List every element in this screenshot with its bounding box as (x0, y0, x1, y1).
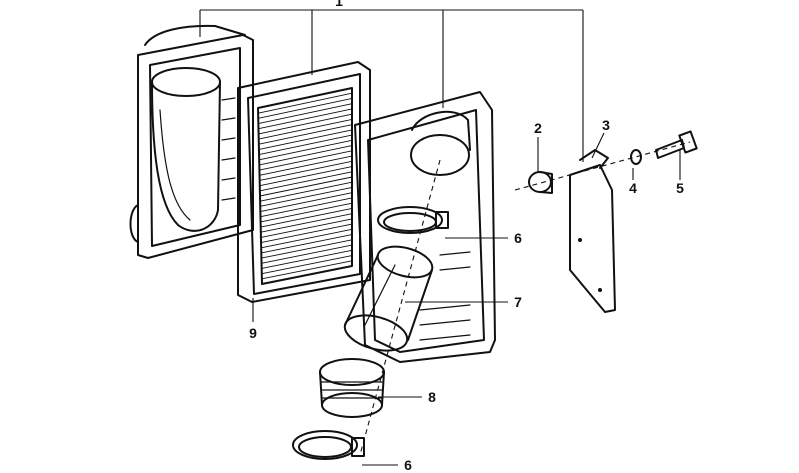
hose-clamp-upper (377, 206, 449, 234)
filter-pleat-line (261, 244, 353, 264)
callout-3: 3 (602, 117, 610, 133)
filter-pleats (258, 92, 353, 280)
washer (630, 149, 642, 165)
housing-top-curve (144, 24, 246, 46)
rubber-sleeve (319, 358, 385, 418)
clamp-upper-screw-housing (435, 211, 449, 229)
housing-inner-rim (149, 47, 241, 247)
cover-outlet-neck (411, 110, 471, 151)
filter-pleat-line (259, 155, 353, 176)
callout-8: 8 (428, 389, 436, 405)
sleeve-top (319, 358, 385, 386)
callout-4: 4 (629, 180, 637, 196)
filter-pleat-line (258, 113, 353, 135)
tube-sides (344, 254, 433, 341)
filter-pleat-line (258, 129, 353, 150)
cover-outlet-mouth (410, 134, 470, 176)
intake-tube (343, 245, 434, 352)
clamp-upper-ring-outer (377, 206, 443, 234)
filter-pleat-line (261, 249, 353, 269)
housing-ribs (221, 97, 236, 201)
callout-2: 2 (534, 120, 542, 136)
clamp-lower-ring-inner (298, 436, 352, 458)
sleeve-bottom (321, 392, 383, 418)
housing-side-port (129, 204, 139, 243)
clamp-lower-screw-housing (351, 437, 365, 457)
filter-pleat-line (260, 218, 353, 238)
filter-pleat-line (259, 150, 353, 171)
bolt (655, 130, 698, 159)
filter-media-border (257, 87, 353, 285)
filter-pleat-line (258, 118, 353, 140)
callout-labels: 1 2 3 4 5 6 6 7 8 9 (249, 0, 684, 473)
filter-pleat-line (258, 134, 353, 156)
filter-pleat-line (261, 260, 353, 280)
filter-pleat-line (258, 103, 353, 124)
filter-frame-outer (237, 61, 371, 303)
housing-intake-tube (151, 81, 221, 232)
filter-pleat-line (259, 166, 353, 187)
callout-7: 7 (514, 294, 522, 310)
leader-3 (591, 132, 605, 159)
air-filter-housing (129, 24, 254, 259)
filter-pleat-line (258, 98, 353, 119)
filter-pleat-line (260, 181, 353, 202)
cover-ribs (419, 251, 471, 341)
bolt-head (678, 130, 698, 154)
filter-pleat-line (259, 176, 353, 197)
filter-frame-inner (247, 73, 361, 295)
filter-pleat-line (260, 207, 353, 228)
callout-5: 5 (676, 180, 684, 196)
filter-pleat-line (260, 192, 353, 212)
filter-pleat-line (259, 139, 353, 161)
bracket-tab (579, 149, 609, 169)
filter-pleat-line (259, 145, 353, 166)
bushing-body (539, 171, 553, 194)
callout-6-upper: 6 (514, 230, 522, 246)
mounting-bracket (569, 149, 616, 313)
clamp-upper-ring-inner (383, 212, 437, 232)
rubber-bushing (528, 171, 553, 194)
filter-pleat-line (260, 223, 353, 244)
washer-ring (630, 149, 642, 165)
filter-pleat-line (260, 213, 353, 233)
cover-outer (354, 91, 496, 363)
leader-lines (199, 9, 691, 466)
tube-bottom-end (343, 314, 409, 352)
bushing-face (528, 171, 552, 193)
callout-6-lower: 6 (404, 457, 412, 473)
filter-pleat-line (260, 202, 353, 223)
tube-top-end (376, 245, 434, 279)
filter-pleat-line (261, 239, 353, 259)
filter-element (237, 61, 371, 303)
filter-pleat-line (261, 228, 353, 249)
bracket-hole-lower (598, 288, 602, 292)
filter-pleat-line (259, 160, 353, 181)
filter-pleat-line (258, 124, 353, 145)
filter-pleat-line (260, 197, 353, 218)
callout-9: 9 (249, 325, 257, 341)
filter-pleat-line (258, 108, 353, 130)
hose-clamp-lower (292, 430, 365, 460)
bracket-plate (569, 164, 616, 313)
housing-intake-mouth (151, 67, 221, 97)
sleeve-sides (319, 371, 385, 406)
housing-tube-highlight (159, 109, 191, 221)
clamp-lower-ring-outer (292, 430, 358, 460)
air-cleaner-cover (354, 91, 496, 363)
sleeve-threads (321, 381, 383, 399)
filter-pleat-line (261, 234, 353, 254)
filter-pleat-line (258, 92, 353, 114)
bracket-hole-upper (578, 238, 582, 242)
axis-dash-main (359, 159, 441, 456)
tube-highlight (364, 264, 396, 326)
filter-pleat-line (260, 187, 353, 207)
filter-pleat-line (259, 171, 353, 192)
filter-pleat-line (261, 255, 353, 275)
callout-1: 1 (335, 0, 343, 9)
